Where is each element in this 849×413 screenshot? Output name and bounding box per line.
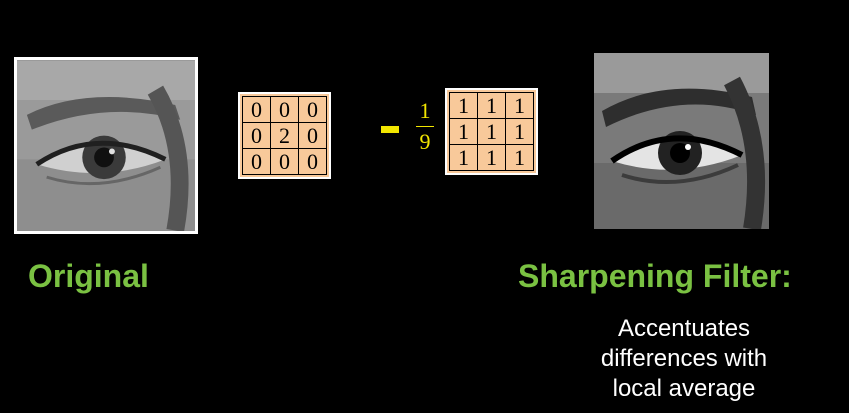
kernel-cell: 1	[449, 118, 478, 145]
kernel-cell: 0	[298, 122, 327, 149]
kernel-cell: 0	[270, 148, 299, 175]
kernel-cell: 0	[270, 96, 299, 123]
kernel-cell: 0	[298, 96, 327, 123]
sharpening-filter-title: Sharpening Filter:	[518, 258, 792, 294]
kernel-cell: 1	[505, 118, 534, 145]
kernel-cell: 1	[477, 144, 506, 171]
kernel-cell: 1	[449, 92, 478, 119]
description-line: local average	[612, 375, 756, 402]
minus-sign	[381, 126, 399, 133]
fraction-bar	[416, 126, 434, 127]
kernel-cell: 1	[505, 92, 534, 119]
sharpened-image	[594, 53, 769, 229]
kernel-cell: 1	[449, 144, 478, 171]
kernel-cell: 0	[242, 122, 271, 149]
identity-kernel: 0 0 0 0 2 0 0 0 0	[242, 96, 327, 175]
kernel-cell: 1	[505, 144, 534, 171]
sharpening-description: Accentuates differences with local avera…	[553, 314, 815, 404]
description-line: differences with	[600, 345, 768, 372]
identity-kernel-frame: 0 0 0 0 2 0 0 0 0	[238, 92, 331, 179]
kernel-cell: 0	[242, 96, 271, 123]
original-label: Original	[28, 258, 149, 294]
kernel-cell: 1	[477, 92, 506, 119]
kernel-cell: 1	[477, 118, 506, 145]
fraction-numerator: 1	[419, 98, 431, 123]
kernel-cell: 0	[242, 148, 271, 175]
box-blur-kernel: 1 1 1 1 1 1 1 1 1	[449, 92, 534, 171]
kernel-cell: 2	[270, 122, 299, 149]
sharpened-eye-picture	[594, 53, 769, 229]
fraction-denominator: 9	[419, 129, 431, 154]
fraction-one-ninth: 1 9	[414, 98, 436, 155]
description-line: Accentuates	[617, 315, 751, 342]
kernel-cell: 0	[298, 148, 327, 175]
original-eye-picture	[17, 60, 195, 231]
original-image	[14, 57, 198, 234]
box-blur-kernel-frame: 1 1 1 1 1 1 1 1 1	[445, 88, 538, 175]
